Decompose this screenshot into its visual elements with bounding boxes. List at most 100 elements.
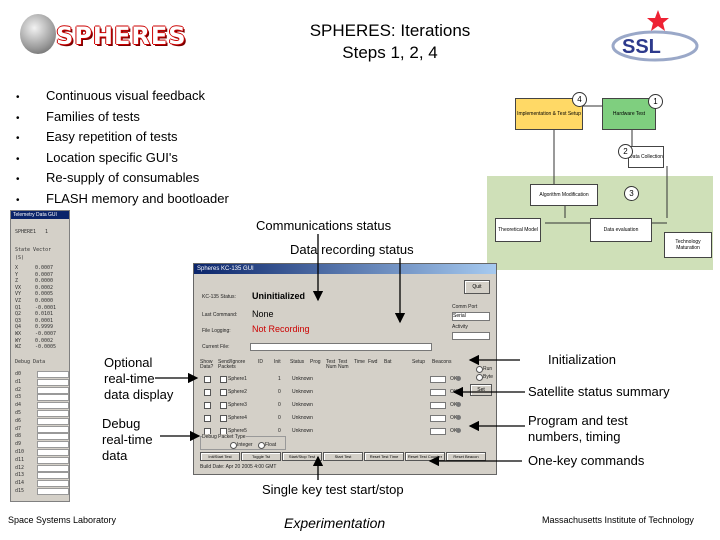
flow-step-1: 1 bbox=[648, 94, 663, 109]
debug-row-label: d4 bbox=[15, 402, 22, 409]
column-header: Beacons bbox=[432, 359, 452, 365]
column-header: Status bbox=[290, 359, 305, 365]
impl-test-setup-box: Implementation & Test Setup bbox=[515, 98, 583, 130]
debug-row: d5 bbox=[15, 410, 69, 417]
send-packets-checkbox[interactable] bbox=[220, 376, 227, 383]
debug-row-field bbox=[37, 449, 69, 456]
command-button[interactable]: Toggle Tst bbox=[241, 452, 281, 461]
state-row-value: 0.0002 bbox=[35, 337, 54, 344]
column-header: Test Num bbox=[338, 359, 349, 370]
debug-row: d0 bbox=[15, 371, 69, 378]
command-button[interactable]: Init/Start Test bbox=[200, 452, 240, 461]
debug-packet-label: Debug Packet Type bbox=[202, 434, 246, 440]
debug-row: d3 bbox=[15, 394, 69, 402]
debug-row: d6 bbox=[15, 417, 69, 425]
state-row-label: X bbox=[15, 265, 19, 271]
comm-port-select[interactable]: Serial bbox=[452, 312, 490, 321]
activity-indicator bbox=[452, 332, 490, 340]
bullet-item: •Location specific GUI's bbox=[16, 149, 178, 165]
ok-label: OK bbox=[450, 402, 458, 408]
data-evaluation-box: Data evaluation bbox=[590, 218, 652, 242]
state-row-label: Q1 bbox=[15, 304, 22, 311]
state-row-value: 0.0007 bbox=[35, 265, 54, 271]
state-row-label: VZ bbox=[15, 298, 22, 304]
debug-float-radio[interactable] bbox=[258, 442, 265, 449]
debug-row-label: d9 bbox=[15, 441, 22, 448]
current-file-field[interactable] bbox=[250, 343, 432, 351]
debug-row-field bbox=[37, 378, 69, 386]
debug-row: d9 bbox=[15, 441, 69, 449]
state-vector-label: State Vector bbox=[15, 247, 52, 253]
quit-button[interactable]: Quit bbox=[464, 280, 490, 294]
state-row-value: 0.0001 bbox=[35, 317, 54, 324]
show-data-checkbox[interactable] bbox=[204, 376, 211, 383]
spheres-logo-icon bbox=[20, 14, 56, 54]
debug-integer-radio[interactable] bbox=[230, 442, 237, 449]
svg-text:SSL: SSL bbox=[622, 36, 661, 58]
debug-row-field bbox=[37, 402, 69, 410]
send-packets-checkbox[interactable] bbox=[220, 415, 227, 422]
state-row-label: WY bbox=[15, 337, 22, 344]
debug-row: d13 bbox=[15, 472, 69, 480]
command-button[interactable]: Reset Test Time bbox=[364, 452, 404, 461]
file-logging-label: File Logging: bbox=[202, 328, 231, 334]
state-row-label: Q4 bbox=[15, 324, 22, 331]
sphere-name: Sphere1 bbox=[228, 376, 247, 382]
column-header: Show Data? bbox=[200, 359, 214, 370]
debug-realtime-annotation: Debug real-time data bbox=[102, 416, 153, 463]
sphere-name: Sphere2 bbox=[228, 389, 247, 395]
debug-row-field bbox=[37, 425, 69, 433]
beacon-lamp bbox=[456, 415, 461, 420]
sphere-status: Unknown bbox=[292, 389, 313, 395]
feature-bullet-list: •Continuous visual feedback •Families of… bbox=[14, 86, 229, 209]
telemetry-title: Telemetry Data GUI bbox=[11, 211, 69, 219]
setup-field[interactable] bbox=[430, 389, 446, 396]
time-label: (S) bbox=[15, 255, 25, 261]
command-button[interactable]: Start Test bbox=[323, 452, 363, 461]
set-button[interactable]: Set bbox=[470, 384, 492, 396]
debug-row-label: d10 bbox=[15, 449, 25, 455]
flow-step-4: 4 bbox=[572, 92, 587, 107]
theoretical-model-box: Theoretical Model bbox=[495, 218, 541, 242]
debug-row-field bbox=[37, 386, 69, 394]
send-packets-checkbox[interactable] bbox=[220, 389, 227, 396]
command-button[interactable]: Reset Test Counter bbox=[405, 452, 445, 461]
mit-ssl-logo-icon: SSL bbox=[611, 10, 699, 62]
setup-field[interactable] bbox=[430, 428, 446, 435]
show-data-checkbox[interactable] bbox=[204, 415, 211, 422]
sphere-id: 0 bbox=[278, 415, 281, 421]
beacon-lamp bbox=[456, 428, 461, 433]
setup-field[interactable] bbox=[430, 415, 446, 422]
program-test-annotation: Program and test numbers, timing bbox=[528, 413, 628, 444]
slide-title: SPHERES: Iterations Steps 1, 2, 4 bbox=[260, 20, 520, 64]
state-row-label: VX bbox=[15, 284, 22, 291]
debug-row-label: d3 bbox=[15, 394, 22, 401]
footer-right: Massachusetts Institute of Technology bbox=[542, 515, 694, 525]
state-row-value: -0.0007 bbox=[35, 331, 57, 337]
bullet-item: •FLASH memory and bootloader bbox=[16, 190, 229, 206]
setup-field[interactable] bbox=[430, 402, 446, 409]
state-row: X 0.0007 bbox=[15, 265, 67, 271]
comm-port-label: Comm Port bbox=[452, 304, 478, 310]
state-row: WY 0.0002 bbox=[15, 338, 67, 344]
spheres-logo-text: SPHERES bbox=[56, 22, 187, 50]
state-row-value: 0.0000 bbox=[35, 298, 54, 304]
send-packets-checkbox[interactable] bbox=[220, 402, 227, 409]
setup-field[interactable] bbox=[430, 376, 446, 383]
show-data-checkbox[interactable] bbox=[204, 389, 211, 396]
debug-row-label: d5 bbox=[15, 410, 22, 416]
footer-center: Experimentation bbox=[284, 515, 386, 531]
show-data-checkbox[interactable] bbox=[204, 402, 211, 409]
sphere-status: Unknown bbox=[292, 376, 313, 382]
state-row-value: 0.0000 bbox=[35, 278, 54, 285]
run-radio[interactable] bbox=[476, 366, 483, 373]
title-line-2: Steps 1, 2, 4 bbox=[342, 43, 438, 62]
byte-radio[interactable] bbox=[476, 374, 483, 381]
